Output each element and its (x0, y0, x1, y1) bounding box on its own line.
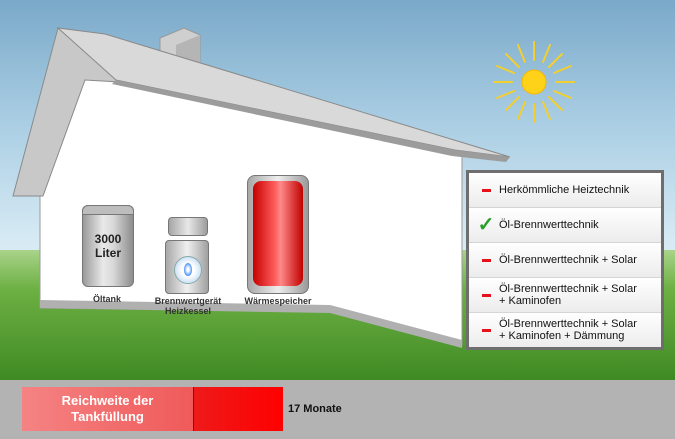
boiler-label: Brennwertgerät Heizkessel (148, 296, 228, 316)
option-oil-solar-stove[interactable]: Öl-Brennwerttechnik + Solar + Kaminofen (469, 278, 661, 313)
tank-range-bar: Reichweite der Tankfüllung (22, 387, 283, 431)
option-oil-condensing-solar[interactable]: Öl-Brennwerttechnik + Solar (469, 243, 661, 278)
option-label: Öl-Brennwerttechnik + Solar + Kaminofen … (495, 318, 637, 342)
oil-tank-label: Öltank (92, 294, 121, 304)
sun-icon (493, 41, 575, 123)
oil-tank-cap (82, 205, 134, 215)
option-oil-solar-stove-insulation[interactable]: Öl-Brennwerttechnik + Solar + Kaminofen … (469, 313, 661, 347)
minus-icon (477, 293, 495, 297)
option-label: Öl-Brennwerttechnik (499, 219, 599, 231)
option-label-line2: + Kaminofen + Dämmung (499, 330, 625, 342)
boiler-top-unit (168, 217, 208, 236)
heat-storage-fill (253, 181, 303, 286)
heat-storage-tank (247, 175, 309, 294)
minus-icon (477, 258, 495, 262)
boiler-label-line1: Brennwertgerät (154, 296, 222, 306)
option-label: Öl-Brennwerttechnik + Solar (499, 254, 637, 266)
tank-range-label-line1: Reichweite der (61, 393, 154, 408)
option-label-line1: Öl-Brennwerttechnik + Solar (499, 283, 637, 295)
oil-tank-capacity-unit: Liter (94, 246, 121, 260)
tank-range-fill (194, 387, 283, 431)
heating-options-list: Herkömmliche Heiztechnik ✓ Öl-Brennwertt… (469, 173, 661, 347)
checkmark-icon: ✓ (477, 214, 495, 236)
oil-tank-capacity-number: 3000 (94, 232, 122, 246)
tank-range-label: Reichweite der Tankfüllung (22, 387, 194, 431)
storage-label: Wärmespeicher (244, 296, 312, 306)
option-conventional[interactable]: Herkömmliche Heiztechnik (469, 173, 661, 208)
oil-tank-capacity: 3000 Liter (83, 232, 133, 260)
boiler-window (174, 256, 202, 284)
option-oil-condensing[interactable]: ✓ Öl-Brennwerttechnik (469, 208, 661, 243)
tank-range-label-line2: Tankfüllung (71, 409, 144, 424)
option-label: Öl-Brennwerttechnik + Solar + Kaminofen (495, 283, 637, 307)
minus-icon (477, 188, 495, 192)
oil-tank: 3000 Liter (82, 205, 134, 287)
tank-range-value: 17 Monate (288, 403, 342, 415)
option-label-line1: Öl-Brennwerttechnik + Solar (499, 318, 637, 330)
condensing-boiler (165, 240, 209, 294)
option-label-line2: + Kaminofen (499, 295, 562, 307)
minus-icon (477, 328, 495, 332)
heating-options-panel: Herkömmliche Heiztechnik ✓ Öl-Brennwertt… (466, 170, 664, 350)
flame-icon (184, 263, 192, 276)
boiler-label-line2: Heizkessel (164, 306, 212, 316)
option-label: Herkömmliche Heiztechnik (499, 184, 630, 196)
